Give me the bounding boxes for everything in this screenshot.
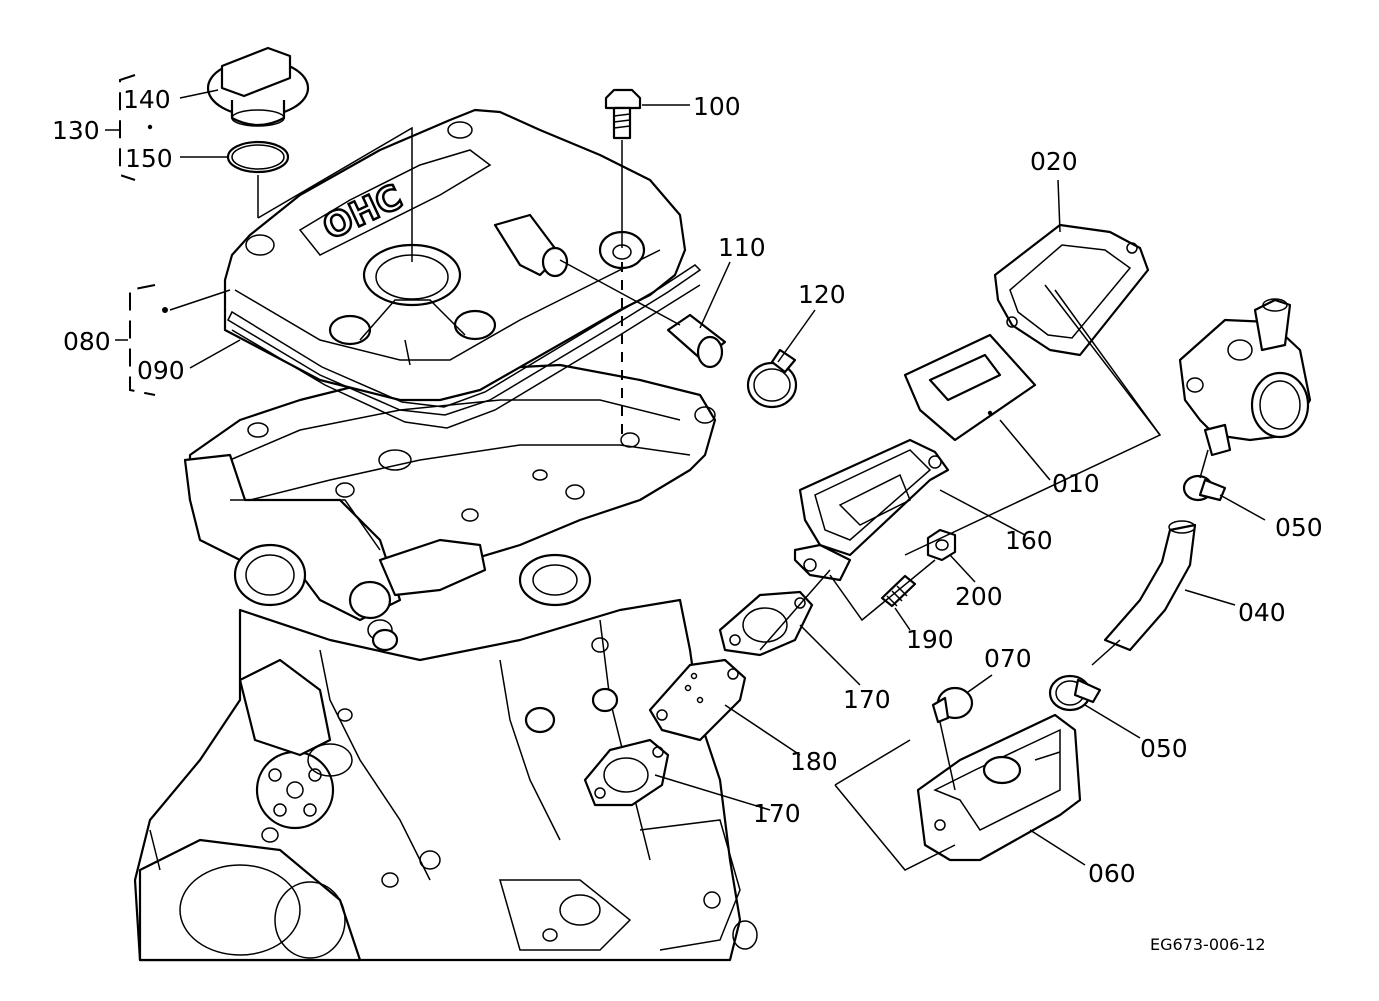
part-label-200: 200 bbox=[955, 582, 1003, 611]
drawing-code: EG673-006-12 bbox=[1150, 935, 1266, 954]
part-label-170-lower: 170 bbox=[753, 799, 801, 828]
part-label-050-upper: 050 bbox=[1275, 513, 1323, 542]
part-label-130: 130 bbox=[52, 116, 100, 145]
part-label-140: 140 bbox=[123, 85, 171, 114]
part-label-010: 010 bbox=[1052, 469, 1100, 498]
part-label-160: 160 bbox=[1005, 526, 1053, 555]
part-number-labels: 140 130 150 100 020 110 120 080 090 010 … bbox=[52, 85, 1323, 888]
part-label-110: 110 bbox=[718, 233, 766, 262]
part-label-180: 180 bbox=[790, 747, 838, 776]
part-label-100: 100 bbox=[693, 92, 741, 121]
part-label-190: 190 bbox=[906, 625, 954, 654]
water-flange bbox=[1178, 298, 1312, 457]
hose-clamp-upper bbox=[1182, 474, 1227, 502]
part-label-080: 080 bbox=[63, 327, 111, 356]
hose-clamp bbox=[746, 348, 798, 409]
water-hose bbox=[1103, 520, 1197, 652]
leader-lines bbox=[105, 74, 1266, 871]
part-label-150: 150 bbox=[125, 144, 173, 173]
part-label-120: 120 bbox=[798, 280, 846, 309]
cover-plate bbox=[648, 658, 747, 742]
flange-bolt bbox=[926, 528, 957, 562]
head-cover: OHC bbox=[223, 108, 687, 402]
part-label-040: 040 bbox=[1238, 598, 1286, 627]
head-cover-gasket bbox=[227, 264, 702, 416]
rubber-plug bbox=[931, 686, 974, 724]
hose-clamp-lower bbox=[1048, 674, 1102, 712]
part-label-070: 070 bbox=[984, 644, 1032, 673]
part-label-020: 020 bbox=[1030, 147, 1078, 176]
breather-gasket bbox=[993, 223, 1150, 357]
engine-block-drawing bbox=[133, 363, 758, 962]
cover-bolt bbox=[604, 88, 642, 140]
part-label-090: 090 bbox=[137, 356, 185, 385]
oil-filler-cap bbox=[206, 46, 310, 127]
breather-plate bbox=[903, 333, 1037, 442]
breather-hose bbox=[666, 313, 727, 369]
breather-case bbox=[793, 438, 950, 582]
part-label-050-lower: 050 bbox=[1140, 734, 1188, 763]
part-label-170-upper: 170 bbox=[843, 685, 891, 714]
part-label-060: 060 bbox=[1088, 859, 1136, 888]
gasket-upper bbox=[718, 590, 814, 657]
gasket-lower bbox=[583, 738, 670, 807]
o-ring bbox=[226, 140, 290, 174]
breather-cover bbox=[916, 713, 1082, 862]
